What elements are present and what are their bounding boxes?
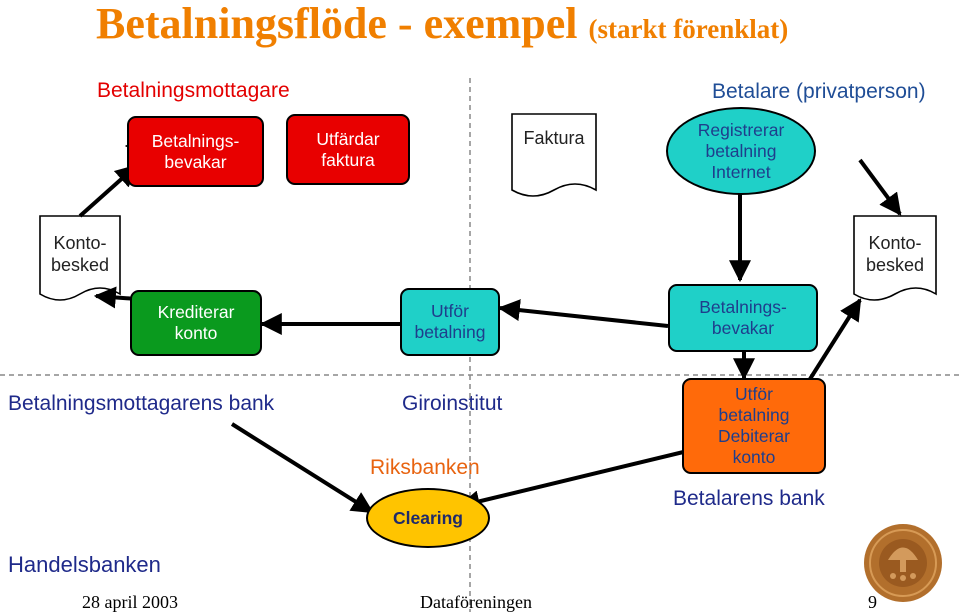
arrow-bank-to-clearing <box>230 422 374 514</box>
arrow-debit-to-clearing <box>457 446 701 513</box>
node-register-payment: Registrerar betalning Internet <box>666 107 816 195</box>
header-riksbanken: Riksbanken <box>370 456 480 479</box>
footer-org: Dataföreningen <box>420 592 532 612</box>
node-payee-monitor: Betalnings- bevakar <box>127 116 264 187</box>
arrow-register-to-statement <box>858 158 902 216</box>
arrow-statement-to-monitor <box>78 164 138 218</box>
header-payer-bank: Betalarens bank <box>673 487 825 510</box>
header-handelsbanken: Handelsbanken <box>8 552 161 577</box>
document-statement-right <box>853 215 937 301</box>
title-sub: (starkt förenklat) <box>588 14 789 44</box>
header-payee-bank: Betalningsmottagarens bank <box>8 392 275 415</box>
invoice-label: Faktura <box>523 128 585 148</box>
flow-arrows <box>78 135 902 514</box>
node-credit-account: Krediterar konto <box>130 290 262 356</box>
node-clearing: Clearing <box>366 488 490 548</box>
header-payer: Betalare (privatperson) <box>712 80 926 103</box>
node-issue-invoice: Utfärdar faktura <box>286 114 410 185</box>
statement-left-label: Konto- besked <box>50 233 110 275</box>
statement-right-label: Konto- besked <box>865 233 925 275</box>
header-payee: Betalningsmottagare <box>97 79 290 102</box>
arrow-monitor-to-execute <box>497 299 669 328</box>
footer-page-number: 9 <box>868 592 877 612</box>
node-debit-account: Utför betalning Debiterar konto <box>682 378 826 474</box>
document-invoice <box>511 113 597 197</box>
handelsbanken-seal-icon <box>864 524 942 602</box>
node-payer-monitor: Betalnings- bevakar <box>668 284 818 352</box>
title-main: Betalningsflöde - exempel <box>96 0 578 48</box>
header-giro: Giroinstitut <box>402 392 503 415</box>
node-execute-payment: Utför betalning <box>400 288 500 356</box>
page-title: Betalningsflöde - exempel (starkt förenk… <box>96 0 788 49</box>
footer-date: 28 april 2003 <box>82 592 178 612</box>
